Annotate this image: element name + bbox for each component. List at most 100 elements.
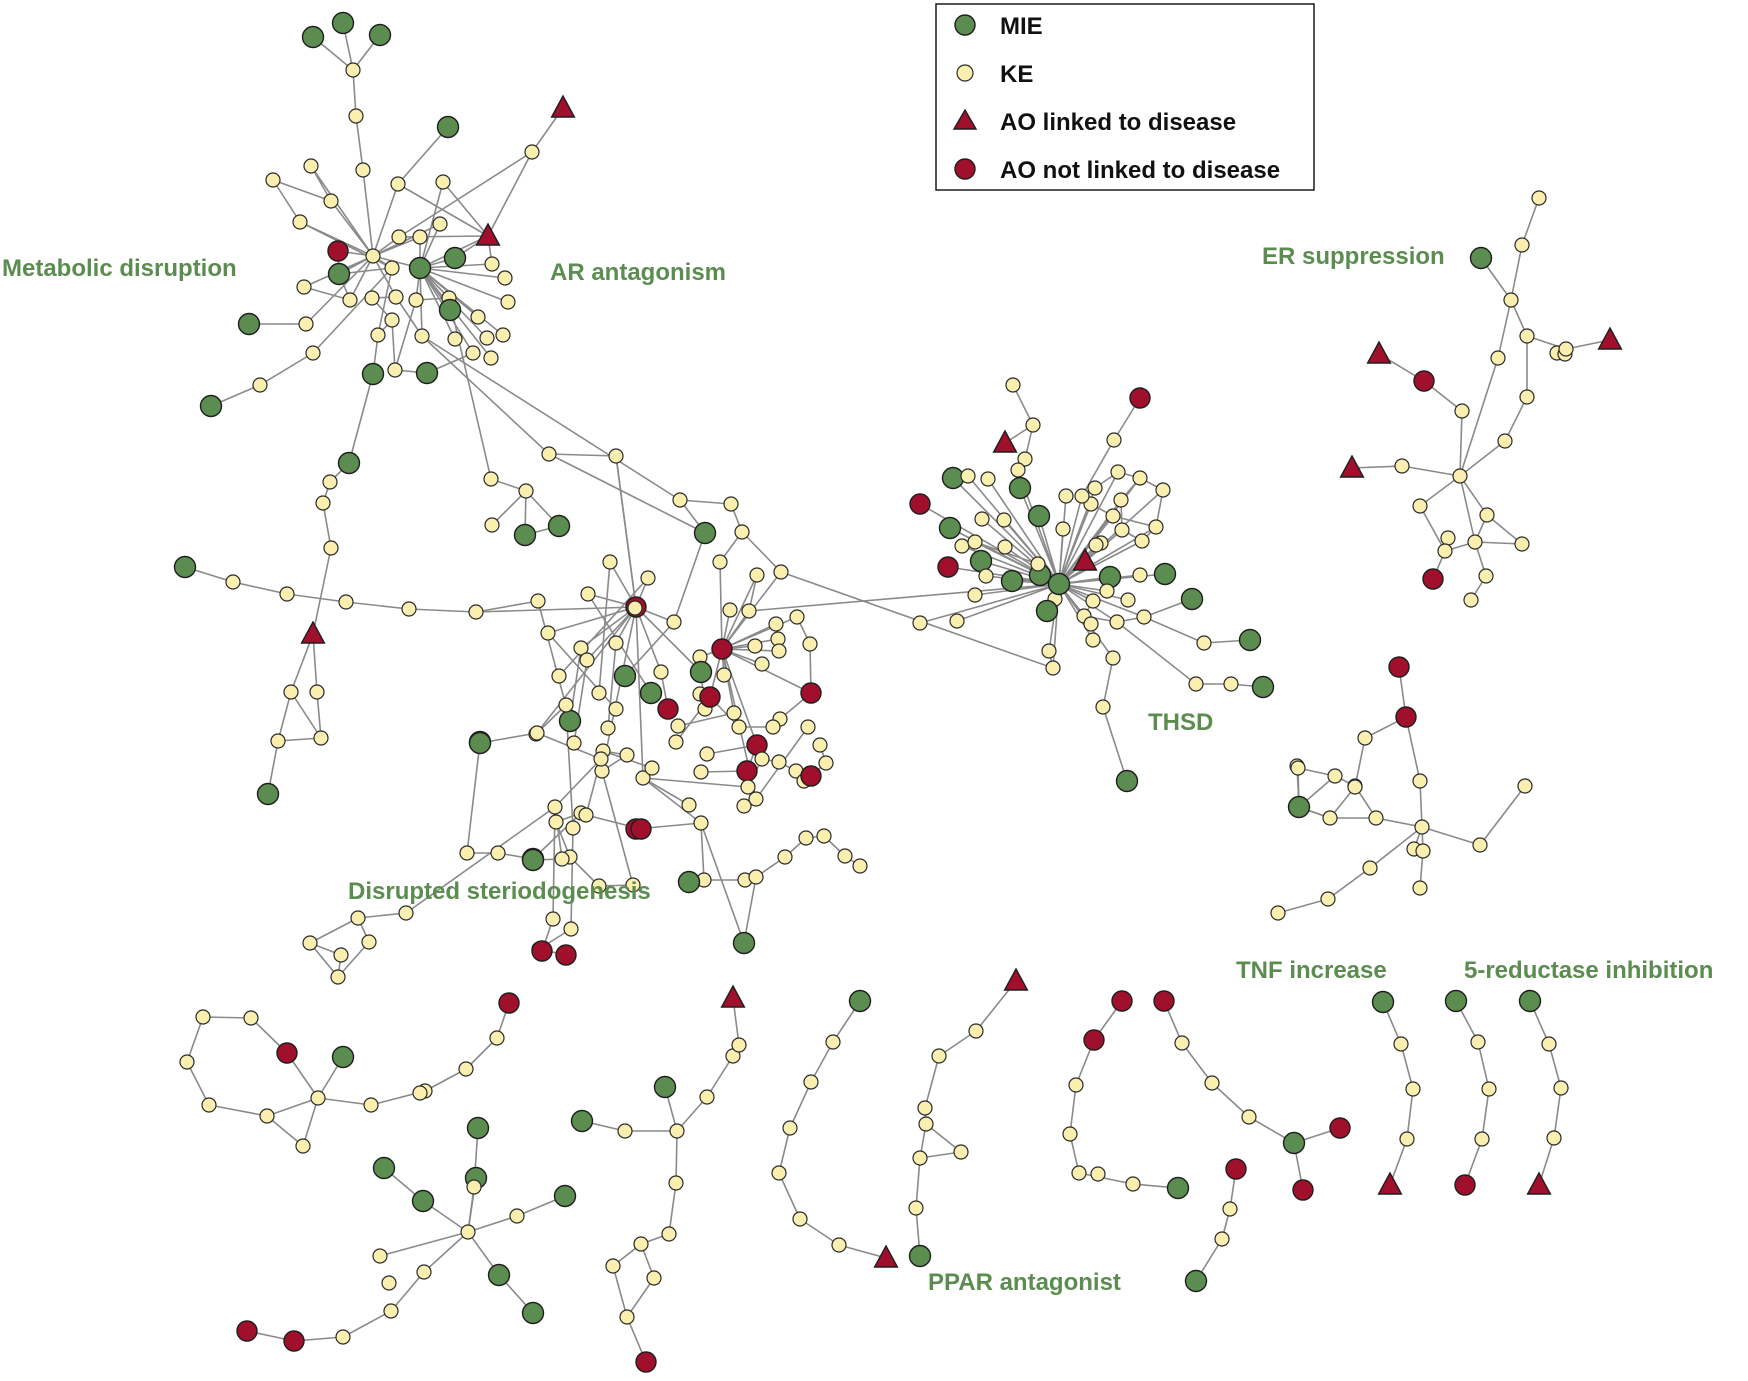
ke-node (435, 174, 451, 190)
ke-node (529, 725, 545, 741)
ke-node (1290, 760, 1306, 776)
network-edge (789, 1081, 812, 1129)
network-edge (475, 606, 637, 613)
ke-node (967, 587, 983, 603)
ke-node (1099, 583, 1115, 599)
ke-node (1405, 1081, 1421, 1097)
ke-node (1148, 519, 1164, 535)
ke-node (580, 586, 596, 602)
ke-node (1041, 643, 1057, 659)
ke-node (1106, 432, 1122, 448)
ke-node (798, 830, 814, 846)
ke-node (468, 604, 484, 620)
ao-no-disease-node (531, 940, 553, 962)
network-edge (924, 1055, 940, 1109)
ao-no-disease-node (555, 944, 577, 966)
ke-node (1415, 843, 1431, 859)
ke-node (681, 797, 697, 813)
ke-node (633, 1236, 649, 1252)
ke-node (573, 640, 589, 656)
network-edge (1102, 657, 1114, 708)
ke-node (541, 446, 557, 462)
network-edge (1406, 1088, 1414, 1140)
mie-node (1469, 246, 1493, 270)
network-nodes (173, 11, 1623, 1373)
network-edge (342, 1310, 392, 1338)
ke-node (917, 1100, 933, 1116)
mie-node (466, 1116, 490, 1140)
ke-node (1074, 488, 1090, 504)
ao-disease-node (1072, 547, 1098, 571)
cluster-label-steroid: Disrupted steriodogenesis (348, 878, 651, 905)
network-edge (1277, 898, 1329, 914)
network-edge (397, 183, 489, 237)
ke-node (668, 1175, 684, 1191)
ke-node (1114, 522, 1130, 538)
ke-node (1105, 508, 1121, 524)
ke-node (1222, 1201, 1238, 1217)
ao-disease-node (300, 620, 326, 644)
ke-node (554, 851, 570, 867)
ao-no-disease-node (699, 686, 721, 708)
ke-node (1519, 328, 1535, 344)
mie-node (1166, 1176, 1190, 1200)
network-edge (598, 561, 611, 694)
ke-node (1010, 462, 1026, 478)
ke-node (608, 448, 624, 464)
ke-node (545, 911, 561, 927)
ke-node (298, 316, 314, 332)
network-edge (421, 335, 550, 455)
mie-node (1287, 795, 1311, 819)
network-edge (799, 1218, 840, 1246)
ke-node (625, 877, 641, 893)
network-edge (675, 1130, 678, 1184)
network-edge (1405, 716, 1421, 782)
ke-node (458, 1061, 474, 1077)
network-edge (259, 352, 314, 386)
ke-node (789, 609, 805, 625)
mie-node (173, 555, 197, 579)
ke-node (252, 377, 268, 393)
network-edge (721, 616, 798, 650)
ke-node (466, 1179, 482, 1195)
network-edge (721, 648, 812, 694)
ao-no-disease-node (657, 698, 679, 720)
network-edge (1459, 410, 1463, 477)
ke-node (1030, 556, 1046, 572)
network-edge (419, 181, 444, 269)
ke-node (1241, 1109, 1257, 1125)
network-edge (1019, 487, 1060, 585)
network-edge (706, 1055, 734, 1098)
ke-node (1071, 1165, 1087, 1181)
ke-node (483, 471, 499, 487)
ke-node (1517, 778, 1533, 794)
network-edge (1058, 583, 1129, 601)
network-edge (1548, 1043, 1562, 1089)
network-edge (1143, 616, 1205, 644)
ke-node (918, 1116, 934, 1132)
mie-node (1000, 569, 1024, 593)
mie-node (689, 660, 713, 684)
ke-node (825, 1034, 841, 1050)
cluster-label-ppar: PPAR antagonist (928, 1269, 1121, 1296)
ke-node (1025, 417, 1041, 433)
mie-node (521, 848, 545, 872)
network-edge (186, 1016, 204, 1063)
mie-node (256, 782, 280, 806)
mie-node (969, 549, 993, 573)
ke-node (1541, 1036, 1557, 1052)
ke-node (716, 667, 732, 683)
network-edge (778, 1172, 801, 1220)
ke-node (1368, 810, 1384, 826)
network-edge (721, 574, 758, 650)
ke-node (1553, 1080, 1569, 1096)
network-edge (1419, 505, 1446, 552)
ke-node (296, 279, 312, 295)
ke-node (1188, 676, 1204, 692)
ke-node (283, 684, 299, 700)
ke-node (831, 1237, 847, 1253)
ke-node (1174, 1035, 1190, 1051)
ao-no-disease-node (1388, 656, 1410, 678)
ke-node (748, 791, 764, 807)
ao-no-disease-node (283, 1330, 305, 1352)
